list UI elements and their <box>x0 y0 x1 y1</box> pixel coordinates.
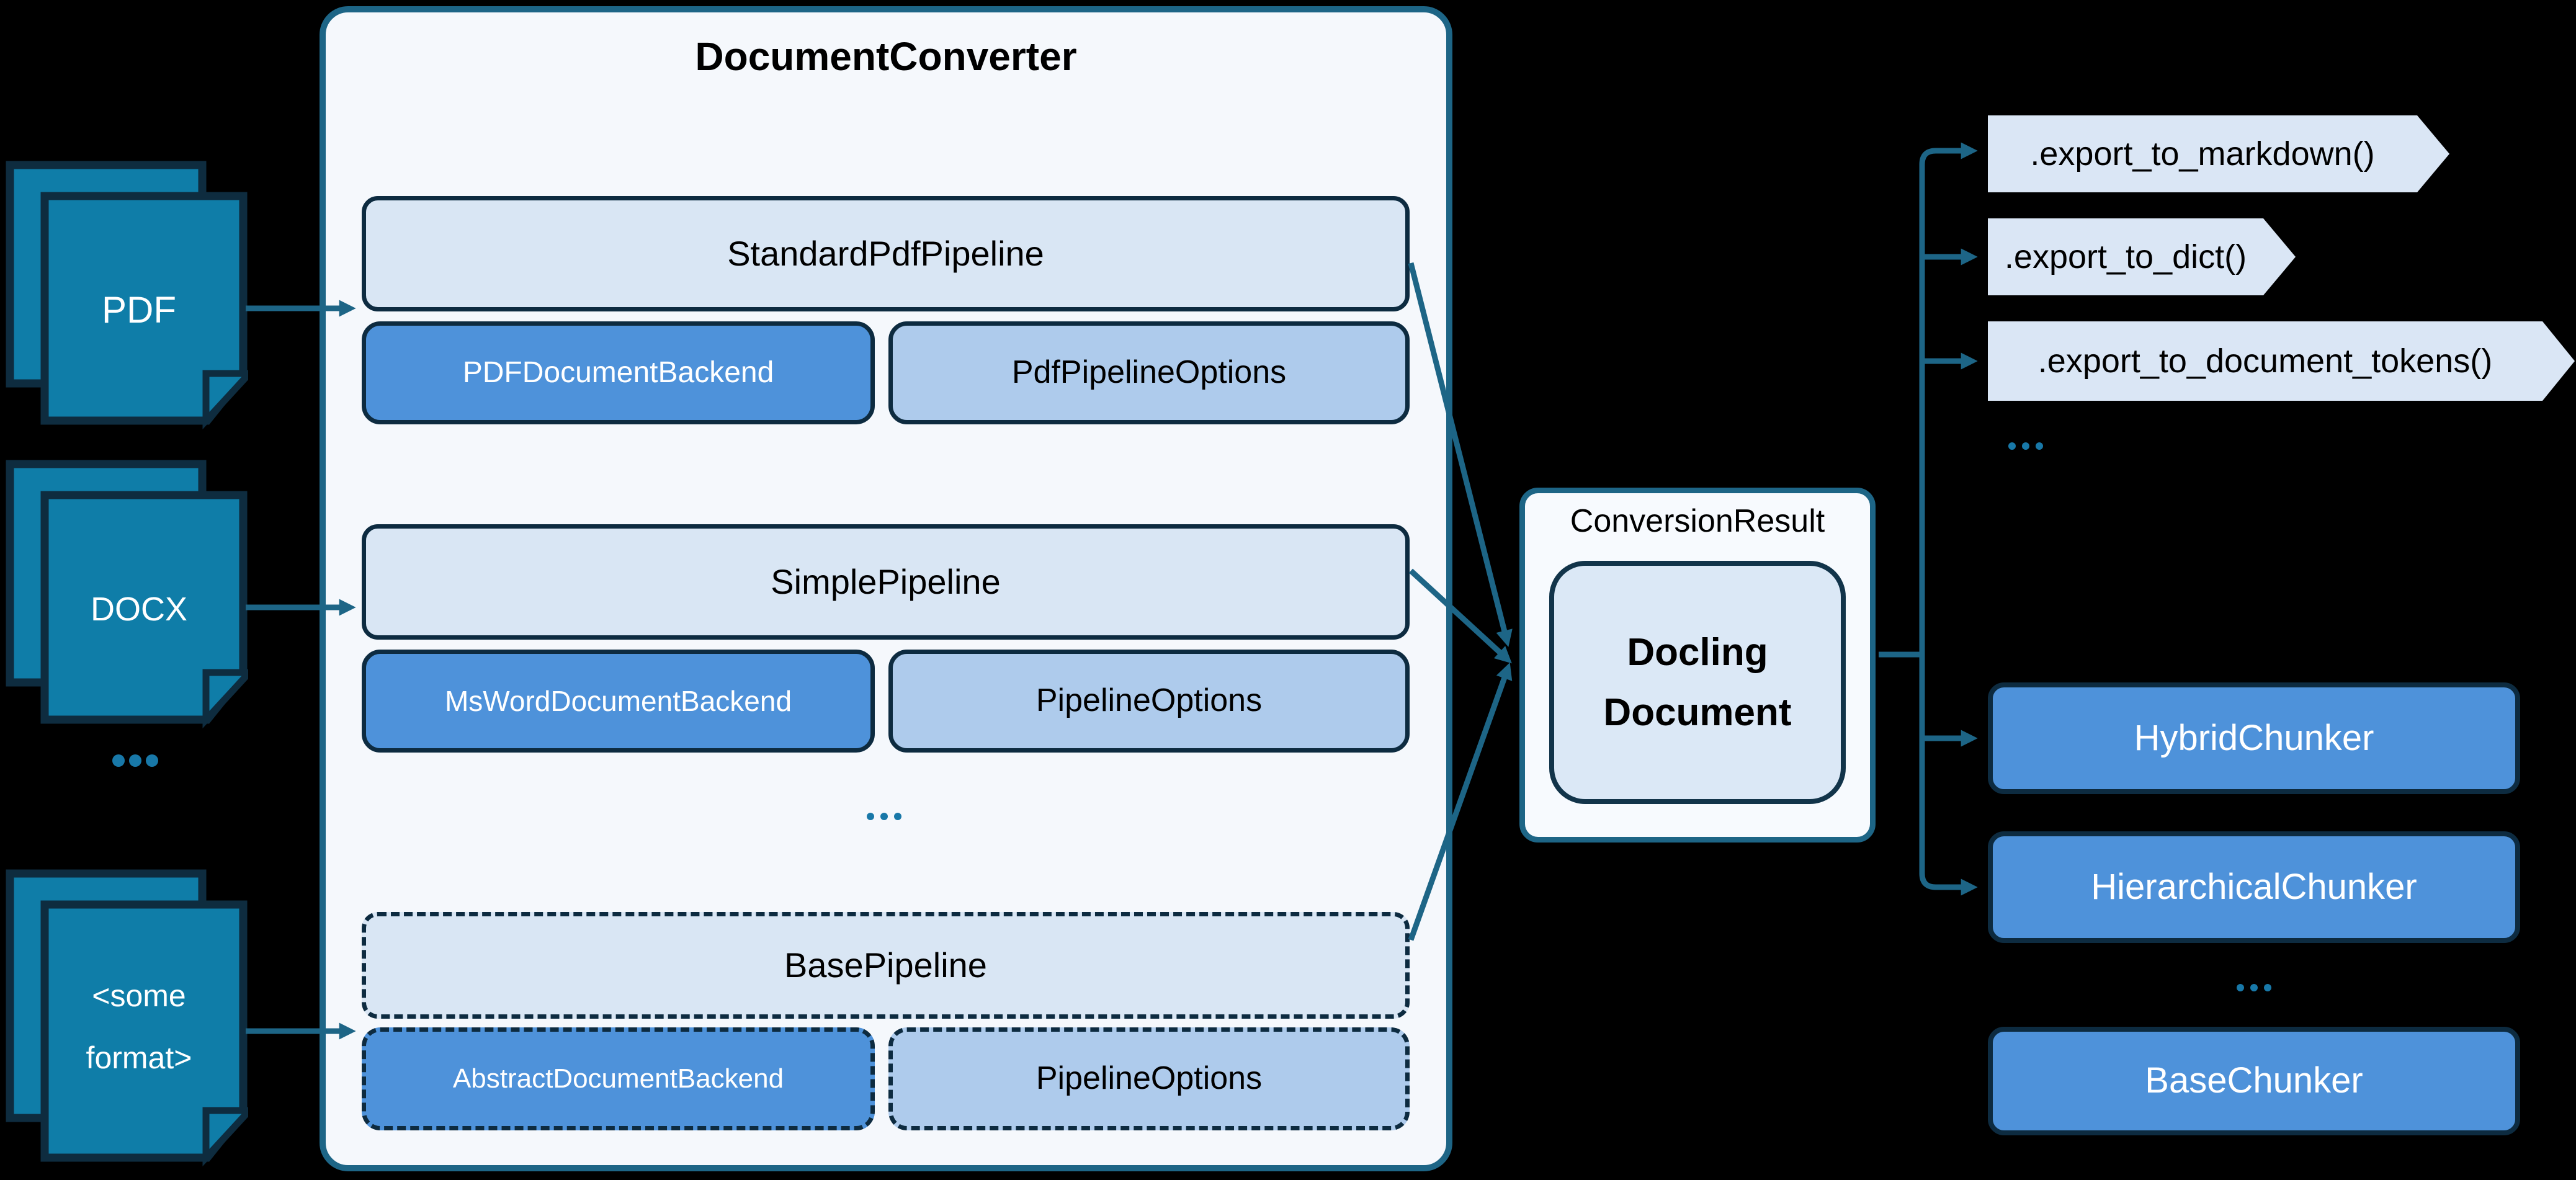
simple-pipeline-box: SimplePipeline <box>362 524 1410 640</box>
hierarchical-chunker-box: HierarchicalChunker <box>1988 831 2520 943</box>
msword-document-backend-box: MsWordDocumentBackend <box>362 650 875 753</box>
conversion-result-label: ConversionResult <box>1570 503 1825 539</box>
export-to-dict-chevron: .export_to_dict() <box>1988 218 2296 295</box>
docling-document-box: Docling Document <box>1549 561 1846 804</box>
pipeline-options-box: PipelineOptions <box>888 650 1410 753</box>
ellipsis-icon <box>2237 984 2271 991</box>
docx-label: DOCX <box>91 591 187 628</box>
pdf-document-backend-box: PDFDocumentBackend <box>362 321 875 424</box>
standard-pdf-pipeline-box: StandardPdfPipeline <box>362 196 1410 311</box>
dot-icon <box>880 813 888 820</box>
dot-icon <box>2264 984 2271 991</box>
some-format-documents-icon: <some format> <box>6 869 248 1166</box>
dot-icon <box>2250 984 2258 991</box>
docling-document-line1: Docling <box>1627 630 1768 674</box>
pdf-pipeline-options-box: PdfPipelineOptions <box>888 321 1410 424</box>
dot-icon <box>867 813 874 820</box>
dot-icon <box>2008 442 2016 450</box>
docling-document-line2: Document <box>1603 691 1792 734</box>
hybrid-chunker-box: HybridChunker <box>1988 682 2520 794</box>
ellipsis-icon <box>867 813 901 820</box>
dot-icon <box>129 754 141 767</box>
ellipsis-icon <box>112 754 158 767</box>
arrow-to-hierarchical-chunker <box>1919 655 1978 896</box>
export-to-document-tokens-chevron: .export_to_document_tokens() <box>1988 321 2575 401</box>
pdf-documents-icon: PDF <box>6 161 248 430</box>
abstract-document-backend-box: AbstractDocumentBackend <box>362 1027 875 1130</box>
dot-icon <box>2237 984 2244 991</box>
some-format-label-line1: <some <box>92 978 186 1013</box>
dot-icon <box>146 754 158 767</box>
base-chunker-box: BaseChunker <box>1988 1027 2520 1135</box>
docx-documents-icon: DOCX <box>6 460 248 729</box>
dot-icon <box>112 754 125 767</box>
dot-icon <box>2022 442 2029 450</box>
dot-icon <box>2036 442 2043 450</box>
base-pipeline-options-box: PipelineOptions <box>888 1027 1410 1130</box>
base-pipeline-box: BasePipeline <box>362 912 1410 1019</box>
pdf-label: PDF <box>102 289 176 331</box>
arrow-to-export-markdown <box>1919 142 1978 655</box>
ellipsis-icon <box>2008 442 2043 450</box>
document-converter-title: DocumentConverter <box>695 34 1077 79</box>
dot-icon <box>894 813 901 820</box>
some-format-label-line2: format> <box>86 1040 192 1075</box>
export-to-markdown-chevron: .export_to_markdown() <box>1988 115 2449 192</box>
